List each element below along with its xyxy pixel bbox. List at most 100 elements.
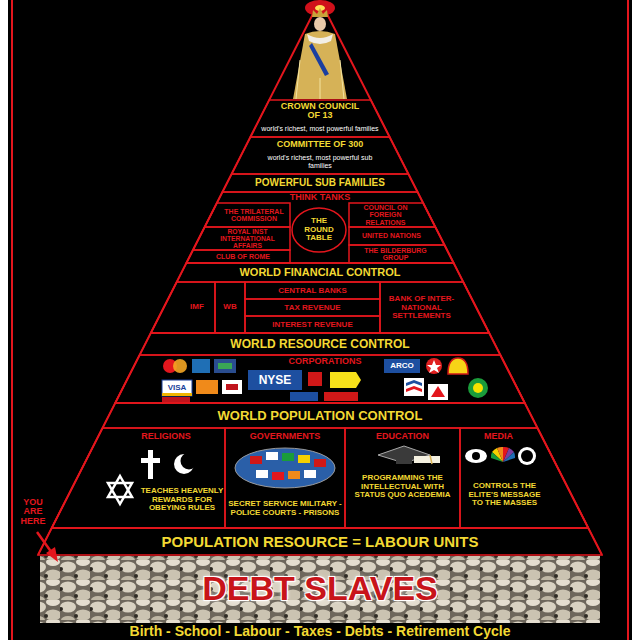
text-slot: RELIGIONS [110, 432, 222, 441]
body-text: SECRET SERVICE MILITARY - POLICE COURTS … [228, 500, 342, 517]
cross [141, 458, 160, 463]
text-slot: MEDIA [462, 432, 535, 441]
text-slot: POPULATION RESOURCE = LABOUR UNITS [80, 534, 560, 550]
star-of-david [108, 476, 132, 497]
text-slot: WB [216, 303, 244, 311]
heading-text: THINK TANKS [262, 193, 378, 202]
text-slot: CONTROLS THE ELITE'S MESSAGE TO THE MASS… [463, 482, 546, 507]
heading-text: BANK OF INTER- NATIONAL SETTLEMENTS [383, 295, 460, 320]
tier-outline [40, 428, 225, 528]
logo [426, 358, 442, 374]
heading-text: MEDIA [462, 432, 535, 441]
flag [314, 459, 326, 467]
logo [162, 393, 192, 396]
pyramid-edge [38, 0, 602, 555]
heading-text: EDUCATION [348, 432, 457, 441]
text-slot: POWERFUL SUB FAMILIES [234, 178, 406, 189]
logo [162, 380, 192, 396]
pyramid-tier: CROWN COUNCIL OF 13world's richest, most… [250, 100, 390, 137]
base-band: DEBT SLAVES [40, 556, 600, 623]
body-text: world's richest, most powerful sub famil… [256, 154, 384, 169]
logo [248, 370, 302, 390]
logo-text: NYSE [248, 374, 302, 387]
text-slot: IMF [180, 303, 214, 311]
corporate-logos [162, 358, 488, 402]
tier-border [460, 428, 588, 528]
flag [288, 471, 300, 479]
text-slot: PROGRAMMING THE INTELLECTUAL WITH STATUS… [350, 474, 455, 499]
logo-text: ARCO [384, 362, 420, 370]
logo [324, 392, 358, 401]
tier-border [345, 428, 460, 528]
text-slot: YOU ARE HERE [14, 498, 52, 526]
peacock-logo [491, 452, 503, 462]
crown [312, 8, 328, 17]
logo [384, 359, 420, 373]
logo [427, 360, 441, 373]
body-text: PROGRAMMING THE INTELLECTUAL WITH STATUS… [350, 474, 455, 499]
text-slot: THE BILDERBURG GROUP [351, 247, 440, 262]
text-slot: DEBT SLAVES [100, 571, 540, 607]
tier-border [186, 192, 453, 263]
pyramid-tier: WORLD FINANCIAL CONTROLIMFWBCENTRAL BANK… [151, 263, 489, 333]
finance-box: WB [215, 282, 245, 333]
tier-border [349, 203, 435, 227]
control-box: EDUCATION PROGRAMMING THE INTELLECTUAL WI… [345, 428, 460, 528]
body-text: CONTROLS THE ELITE'S MESSAGE TO THE MASS… [463, 482, 546, 507]
text-slot: WORLD FINANCIAL CONTROL [200, 267, 440, 279]
heading-text: UNITED NATIONS [351, 232, 432, 239]
heading-text: IMF [180, 303, 214, 311]
logo [468, 378, 488, 398]
text-slot: INTEREST REVENUE [247, 321, 378, 329]
text-slot: EDUCATION [348, 432, 457, 441]
face [314, 17, 326, 31]
gold-robe [293, 31, 347, 99]
eye-glow [305, 0, 335, 16]
heading-text: CLUB OF ROME [198, 253, 288, 260]
tier-border [215, 282, 245, 333]
logo [214, 359, 236, 373]
fur-collar [307, 34, 333, 44]
flag [266, 452, 278, 460]
heading-text: DEBT SLAVES [100, 571, 540, 607]
text-slot: WORLD POPULATION CONTROL [150, 409, 490, 423]
tier-border [349, 245, 454, 263]
pyramid-tier: POWERFUL SUB FAMILIES [222, 174, 418, 192]
text-slot: COMMITTEE OF 300 [258, 140, 382, 149]
text-slot: ROYAL INST INTERNATIONAL AFFAIRS [207, 228, 288, 249]
heading-text: WORLD POPULATION CONTROL [150, 409, 490, 423]
control-box: RELIGIONSTEACHES HEAVENLY REWARDS FOR OB… [40, 428, 225, 528]
black-panel [8, 0, 632, 640]
tier-border [151, 282, 215, 333]
tier-border [225, 428, 345, 528]
tier-border [205, 203, 290, 227]
tier-border [186, 250, 290, 263]
pyramid-tier: WORLD RESOURCE CONTROLCORPORATIONS [115, 333, 525, 403]
callout-text: YOU ARE HERE [14, 498, 52, 526]
pyramid-tier: THINK TANKSTHE TRILATERAL COMMISSIONROYA… [186, 192, 454, 263]
text-slot: world's richest, most powerful families [260, 125, 380, 132]
text-slot: THE ROUND TABLE [296, 217, 342, 242]
tier-border [52, 403, 588, 528]
control-box: MEDIA CONTROLS THE ELITE'S MESSAGE TO THE… [460, 428, 600, 528]
logo [196, 380, 218, 394]
cross [148, 450, 153, 479]
text-slot: world's richest, most powerful sub famil… [256, 154, 384, 169]
sash [309, 43, 329, 76]
flag [272, 472, 284, 480]
tier-border [222, 174, 417, 192]
graduation-cap [378, 446, 440, 464]
logo [448, 358, 468, 374]
flag [298, 455, 310, 463]
finance-box: INTEREST REVENUE [245, 316, 380, 333]
text-slot: ARCO [384, 362, 420, 370]
heading-text: RELIGIONS [110, 432, 222, 441]
logo [308, 372, 322, 386]
logo [330, 372, 361, 388]
oval-box: THE ROUND TABLE [291, 207, 347, 253]
think-tank-box: COUNCIL ON FOREIGN RELATIONS [349, 203, 460, 227]
heading-text: WORLD FINANCIAL CONTROL [200, 267, 440, 279]
think-tank-box: UNITED NATIONS [349, 227, 460, 245]
text-slot: CORPORATIONS [280, 357, 370, 366]
